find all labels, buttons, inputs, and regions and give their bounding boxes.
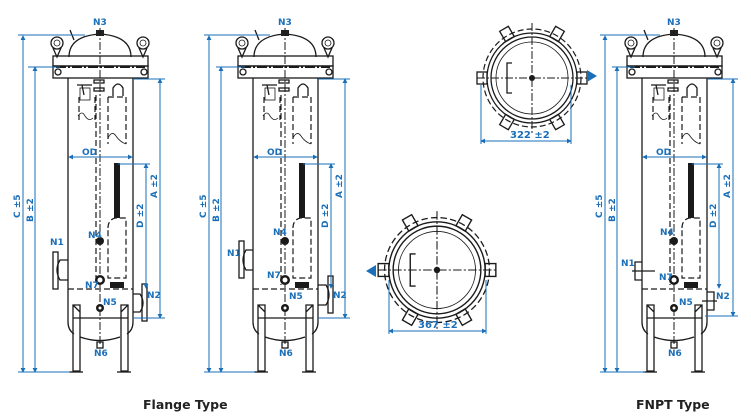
arrow-left-icon	[366, 265, 376, 277]
arrow-right-icon	[587, 70, 597, 82]
n6-label: N6	[94, 349, 108, 359]
b-dimension-label: B ±2	[212, 198, 222, 222]
n1-label: N1	[227, 249, 241, 259]
n7-label: N7	[85, 281, 99, 291]
dimension-lines	[18, 34, 165, 373]
c-dimension-label: C ±5	[595, 194, 605, 218]
d-dimension-label: D ±2	[709, 204, 719, 228]
a-dimension-label: A ±2	[723, 174, 733, 198]
n2-label: N2	[333, 291, 347, 301]
n5-label: N5	[289, 292, 303, 302]
n1-label: N1	[50, 238, 64, 248]
n2-label: N2	[147, 291, 161, 301]
n6-label: N6	[279, 349, 293, 359]
flange-type-vessel-elevation: N3 OD C ±5 B ±2 A ±2 D ±2 N1 N4 N7 N5 N2…	[13, 18, 165, 373]
top-view-dimension: 367 ±2	[418, 320, 458, 331]
c-dimension-label: C ±5	[13, 194, 23, 218]
n4-label: N4	[88, 231, 102, 241]
a-dimension-label: A ±2	[150, 174, 160, 198]
n3-label: N3	[278, 18, 292, 28]
c-dimension-label: C ±5	[199, 194, 209, 218]
od-label: OD	[656, 148, 671, 158]
flange-type-caption: Flange Type	[143, 397, 228, 412]
n2-label: N2	[716, 292, 730, 302]
n5-label: N5	[679, 298, 693, 308]
d-dimension-label: D ±2	[136, 204, 146, 228]
n3-label: N3	[667, 18, 681, 28]
n7-label: N7	[659, 273, 673, 283]
n4-label: N4	[660, 228, 674, 238]
od-label: OD	[82, 148, 97, 158]
fnpt-type-vessel-elevation: N3 OD C ±5 B ±2 A ±2 D ±2 N1 N4 N7 N5 N2…	[595, 18, 738, 373]
n5-label: N5	[103, 298, 117, 308]
b-dimension-label: B ±2	[26, 198, 36, 222]
n7-label: N7	[267, 271, 281, 281]
n1-label: N1	[621, 259, 635, 269]
top-view-dimension: 322 ±2	[510, 130, 550, 141]
n3-label: N3	[93, 18, 107, 28]
d-dimension-label: D ±2	[321, 204, 331, 228]
n1-flange-nozzle	[52, 251, 68, 290]
n4-label: N4	[273, 228, 287, 238]
od-label: OD	[267, 148, 282, 158]
flange-type-vessel-elevation-2: N3 OD C ±5 B ±2 A ±2 D ±2 N1 N4 N7 N5 N2…	[199, 18, 350, 373]
top-view-367: 367 ±2	[377, 210, 497, 334]
b-dimension-label: B ±2	[608, 198, 618, 222]
top-view-322: 322 ±2	[476, 22, 588, 144]
fnpt-type-caption: FNPT Type	[636, 397, 710, 412]
n6-label: N6	[668, 349, 682, 359]
a-dimension-label: A ±2	[335, 174, 345, 198]
n2-flange-nozzle	[133, 283, 148, 322]
